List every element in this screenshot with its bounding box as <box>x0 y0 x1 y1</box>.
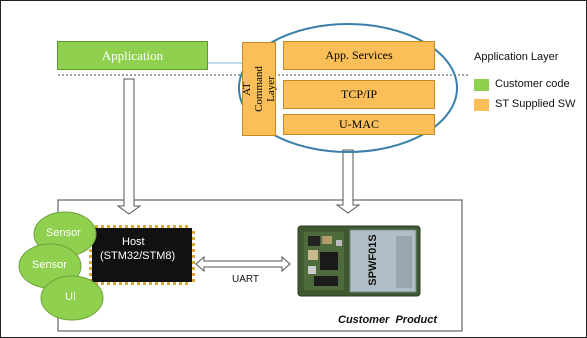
chip-pin <box>107 225 110 228</box>
host-chip <box>89 225 195 285</box>
tcp-ip-label: TCP/IP <box>340 87 377 101</box>
chip-pin <box>137 282 140 285</box>
chip-pin <box>95 282 98 285</box>
chip-pin <box>113 225 116 228</box>
legend-customer-code-swatch <box>474 79 489 91</box>
chip-pin <box>89 255 92 258</box>
app-services-label: App. Services <box>325 48 393 62</box>
chip-pin <box>119 225 122 228</box>
customer-product-label: Customer Product <box>338 314 438 326</box>
uart-double-arrow <box>195 255 291 273</box>
st-software-ellipse <box>238 23 458 153</box>
chip-pin <box>192 279 195 282</box>
chip-pin <box>137 225 140 228</box>
application-label: Application <box>101 47 164 63</box>
at-command-layer-box: AT Command Layer <box>241 42 278 136</box>
chip-pin <box>89 273 92 276</box>
sensor-2-label: Sensor <box>32 259 67 271</box>
module-label: SPWF01S <box>367 234 379 286</box>
legend-customer-code-label: Customer code <box>495 78 570 90</box>
chip-pin <box>192 237 195 240</box>
chip-pin <box>161 225 164 228</box>
chip-pin <box>149 225 152 228</box>
chip-pin <box>149 282 152 285</box>
chip-pin <box>185 282 188 285</box>
chip-pin <box>161 282 164 285</box>
chip-pin <box>192 273 195 276</box>
chip-pin <box>95 225 98 228</box>
wifi-module-board <box>297 225 421 297</box>
chip-pin <box>89 249 92 252</box>
host-label: Host <box>122 236 145 248</box>
chip-pin <box>179 282 182 285</box>
at-command-layer-label: AT Command Layer <box>241 66 278 112</box>
legend-st-supplied-swatch <box>474 99 489 111</box>
chip-pin <box>125 225 128 228</box>
ui-bubble <box>40 275 104 321</box>
host-mcu-label: (STM32/STM8) <box>100 250 176 262</box>
chip-pin <box>131 282 134 285</box>
app-services-box: App. Services <box>283 41 435 70</box>
chip-pin <box>125 282 128 285</box>
chip-pin <box>155 282 158 285</box>
chip-pin <box>192 261 195 264</box>
chip-pin <box>143 282 146 285</box>
uart-label: UART <box>232 274 260 285</box>
chip-pin <box>192 267 195 270</box>
legend-st-supplied-label: ST Supplied SW <box>495 98 576 110</box>
chip-pin <box>192 249 195 252</box>
chip-pin <box>179 225 182 228</box>
u-mac-box: U-MAC <box>283 114 435 135</box>
chip-pin <box>89 267 92 270</box>
chip-pin <box>101 282 104 285</box>
chip-pin <box>131 225 134 228</box>
application-layer-label: Application Layer <box>474 51 559 63</box>
chip-pin <box>192 231 195 234</box>
application-box: Application <box>57 41 208 70</box>
chip-pin <box>113 282 116 285</box>
chip-pin <box>192 255 195 258</box>
chip-pin <box>167 282 170 285</box>
chip-pin <box>89 261 92 264</box>
chip-pin <box>167 225 170 228</box>
u-mac-label: U-MAC <box>338 117 379 131</box>
chip-pin <box>119 282 122 285</box>
chip-pin <box>155 225 158 228</box>
chip-pin <box>173 225 176 228</box>
chip-pin <box>101 225 104 228</box>
chip-pin <box>107 282 110 285</box>
sensor-1-label: Sensor <box>46 227 81 239</box>
chip-pin <box>143 225 146 228</box>
chip-pin <box>192 243 195 246</box>
chip-pin <box>185 225 188 228</box>
tcp-ip-box: TCP/IP <box>283 80 435 109</box>
chip-pin <box>173 282 176 285</box>
application-down-arrow <box>116 78 142 215</box>
ui-label: UI <box>65 291 76 303</box>
st-software-down-arrow <box>335 149 361 214</box>
